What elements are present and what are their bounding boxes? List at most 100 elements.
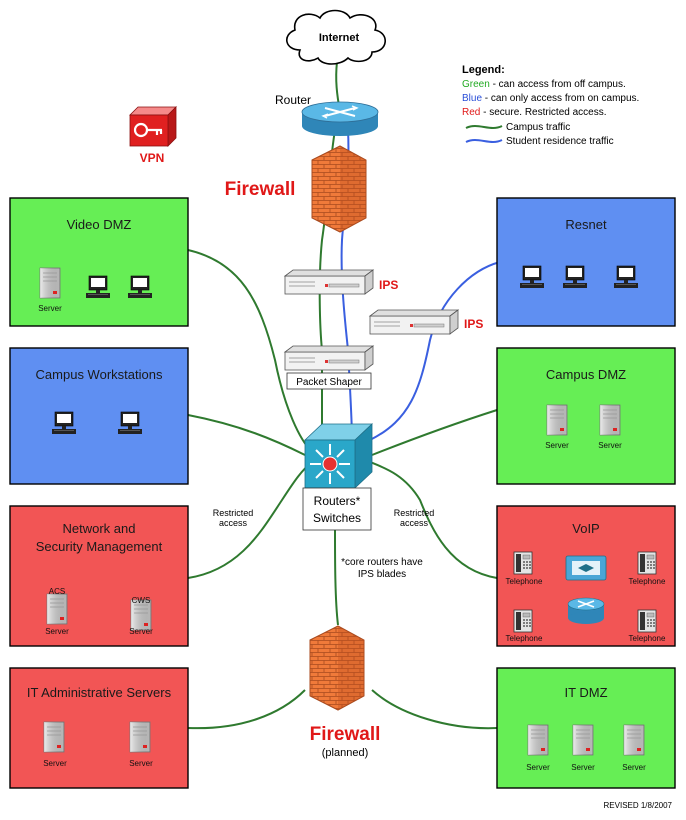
campus-dmz-server2-label: Server [598, 441, 622, 450]
call-manager-icon [565, 555, 607, 581]
it-admin-server1-label: Server [43, 759, 67, 768]
zone-video-dmz: Video DMZ Server [9, 197, 189, 327]
legend-green-word: Green [462, 79, 490, 90]
restricted-left-line1: Restricted [213, 508, 254, 518]
firewall-bottom-label: Firewall [310, 724, 381, 745]
server-icon [572, 724, 594, 756]
zone-campus-dmz-title: Campus DMZ [546, 367, 626, 382]
voip-tel1-label: Telephone [506, 577, 543, 586]
netsec-server2-label: Server [129, 627, 153, 636]
zone-it-admin-title: IT Administrative Servers [27, 685, 172, 700]
zone-it-administrative-servers: IT Administrative Servers Server Server [9, 667, 189, 789]
ips-right-icon [369, 309, 459, 335]
server-icon [546, 404, 568, 436]
revised-date: REVISED 1/8/2007 [604, 801, 673, 810]
zone-voip: VoIP Telephone Telephone Telephone Telep… [496, 505, 676, 647]
vpn-label: VPN [140, 151, 165, 165]
server-icon [46, 593, 68, 625]
link-it-dmz [371, 689, 498, 730]
it-dmz-server1-label: Server [526, 763, 550, 772]
zone-network-security-management: Network and Security Management ACS Serv… [9, 505, 189, 647]
ips-center-icon [284, 269, 374, 295]
legend-campus-label: Campus traffic [506, 122, 570, 133]
core-label-line1: Routers* [314, 494, 361, 508]
zone-resnet-title: Resnet [565, 217, 607, 232]
link-resnet [369, 261, 501, 441]
zone-video-dmz-title: Video DMZ [67, 217, 132, 232]
zone-campus-workstations-title: Campus Workstations [36, 367, 163, 382]
telephone-icon [513, 551, 533, 575]
workstation-icon [117, 411, 143, 435]
firewall-top-label: Firewall [225, 179, 296, 200]
legend-student-label: Student residence traffic [506, 136, 614, 147]
packet-shaper-icon [284, 345, 374, 371]
telephone-icon [513, 609, 533, 633]
netsec-acs-label: ACS [49, 587, 65, 596]
restricted-left-line2: access [219, 518, 248, 528]
link-netsec [187, 461, 313, 579]
firewall-bottom-note: (planned) [322, 747, 368, 759]
legend-title: Legend: [462, 64, 505, 76]
workstation-icon [85, 275, 111, 299]
voip-tel2-label: Telephone [629, 577, 666, 586]
server-icon [43, 721, 65, 753]
legend-blue-text: - can only access from on campus. [482, 93, 639, 104]
video-dmz-server-label: Server [38, 304, 62, 313]
core-label-line2: Switches [313, 511, 361, 525]
workstation-icon [519, 265, 545, 289]
server-icon [527, 724, 549, 756]
workstation-icon [562, 265, 588, 289]
it-admin-server2-label: Server [129, 759, 153, 768]
vpn-icon [129, 106, 177, 147]
core-switch-icon [303, 423, 374, 489]
restricted-right-line1: Restricted [394, 508, 435, 518]
telephone-icon [637, 609, 657, 633]
legend-campus-swatch [465, 125, 503, 129]
workstation-icon [51, 411, 77, 435]
router-label: Router [275, 93, 311, 107]
link-core-firewall [334, 529, 339, 626]
legend: Legend: Green - can access from off camp… [462, 64, 639, 147]
core-note-line1: *core routers have [341, 557, 423, 568]
link-it-admin [187, 689, 306, 730]
telephone-icon [637, 551, 657, 575]
zone-netsec-title-line2: Security Management [36, 539, 163, 554]
netsec-cws-label: CWS [132, 596, 151, 605]
voip-tel3-label: Telephone [506, 634, 543, 643]
firewall-top-icon [311, 145, 367, 233]
legend-blue-row: Blue - can only access from on campus. [462, 93, 639, 104]
legend-blue-word: Blue [462, 93, 482, 104]
zone-campus-workstations: Campus Workstations [9, 347, 189, 485]
voip-tel4-label: Telephone [629, 634, 666, 643]
zone-campus-dmz: Campus DMZ Server Server [496, 347, 676, 485]
core-label-box [302, 487, 372, 531]
link-campus-workstations [187, 414, 306, 456]
campus-dmz-server1-label: Server [545, 441, 569, 450]
core-note-line2: IPS blades [358, 569, 406, 580]
server-icon [129, 721, 151, 753]
server-icon [39, 267, 61, 299]
legend-student-swatch [465, 139, 503, 143]
zone-netsec-title-line1: Network and [63, 521, 136, 536]
server-icon [623, 724, 645, 756]
ips-center-label: IPS [379, 278, 398, 292]
legend-red-row: Red - secure. Restricted access. [462, 107, 607, 118]
packet-shaper-label-box [286, 372, 372, 390]
internet-label: Internet [319, 32, 360, 44]
legend-green-text: - can access from off campus. [490, 79, 626, 90]
voice-router-icon [567, 597, 605, 624]
workstation-icon [613, 265, 639, 289]
internet-cloud: Internet [286, 9, 386, 65]
zone-it-dmz-title: IT DMZ [564, 685, 607, 700]
zone-it-dmz: IT DMZ Server Server Server [496, 667, 676, 789]
it-dmz-server3-label: Server [622, 763, 646, 772]
link-campus-dmz [371, 409, 498, 456]
server-icon [599, 404, 621, 436]
router-icon [301, 101, 379, 136]
legend-red-text: - secure. Restricted access. [480, 107, 606, 118]
it-dmz-server2-label: Server [571, 763, 595, 772]
restricted-right-line2: access [400, 518, 429, 528]
firewall-bottom-icon [309, 625, 365, 711]
legend-green-row: Green - can access from off campus. [462, 79, 626, 90]
